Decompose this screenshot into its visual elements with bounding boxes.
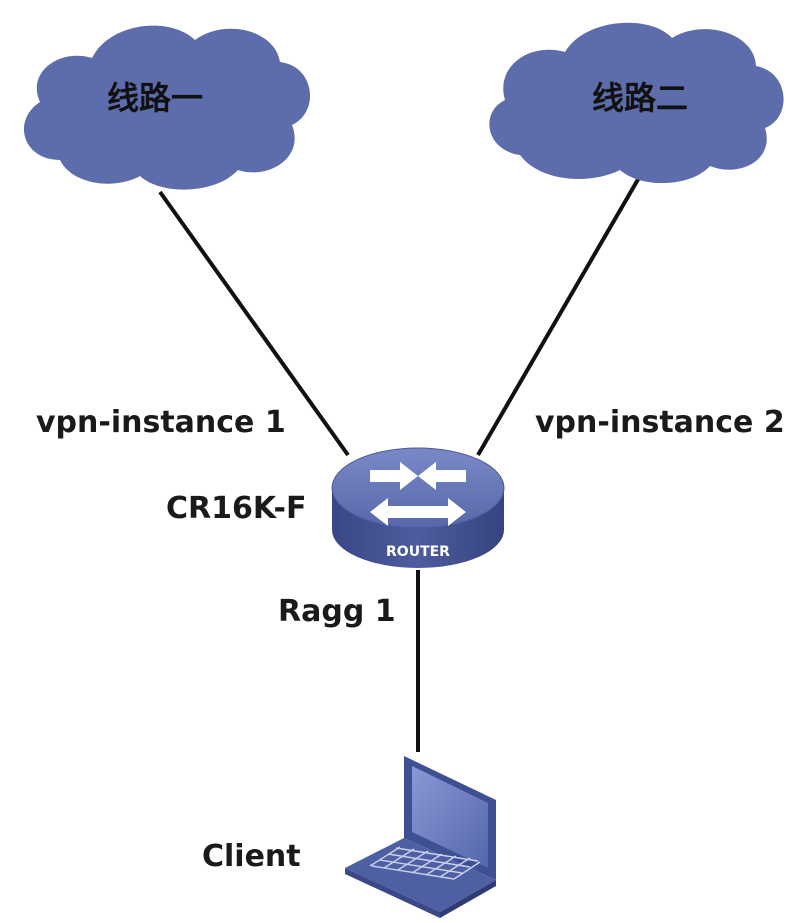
router-name: CR16K-F (166, 491, 307, 526)
router-top (331, 447, 505, 529)
router-arrows-icon (370, 462, 466, 526)
laptop-screen (412, 766, 488, 868)
cloud-left-shape (23, 25, 311, 190)
link-right-label: vpn-instance 2 (535, 405, 785, 440)
laptop-icon (345, 756, 496, 918)
link-down-label: Ragg 1 (278, 594, 396, 629)
link-right (476, 174, 642, 457)
cloud-right: 线路二 (489, 22, 784, 184)
laptop-base-side (440, 880, 496, 918)
cloud-right-label: 线路二 (592, 79, 688, 117)
cloud-right-shape (489, 22, 784, 184)
cloud-left-label: 线路一 (107, 79, 203, 117)
laptop-keyboard (369, 846, 481, 880)
link-left-label: vpn-instance 1 (36, 405, 286, 440)
router-icon: ROUTER (331, 447, 505, 568)
laptop-base-edge (345, 868, 440, 918)
link-left (158, 190, 350, 457)
client-label: Client (202, 839, 301, 874)
cloud-left: 线路一 (23, 25, 311, 190)
laptop-base (345, 838, 496, 912)
router-badge: ROUTER (386, 544, 450, 560)
